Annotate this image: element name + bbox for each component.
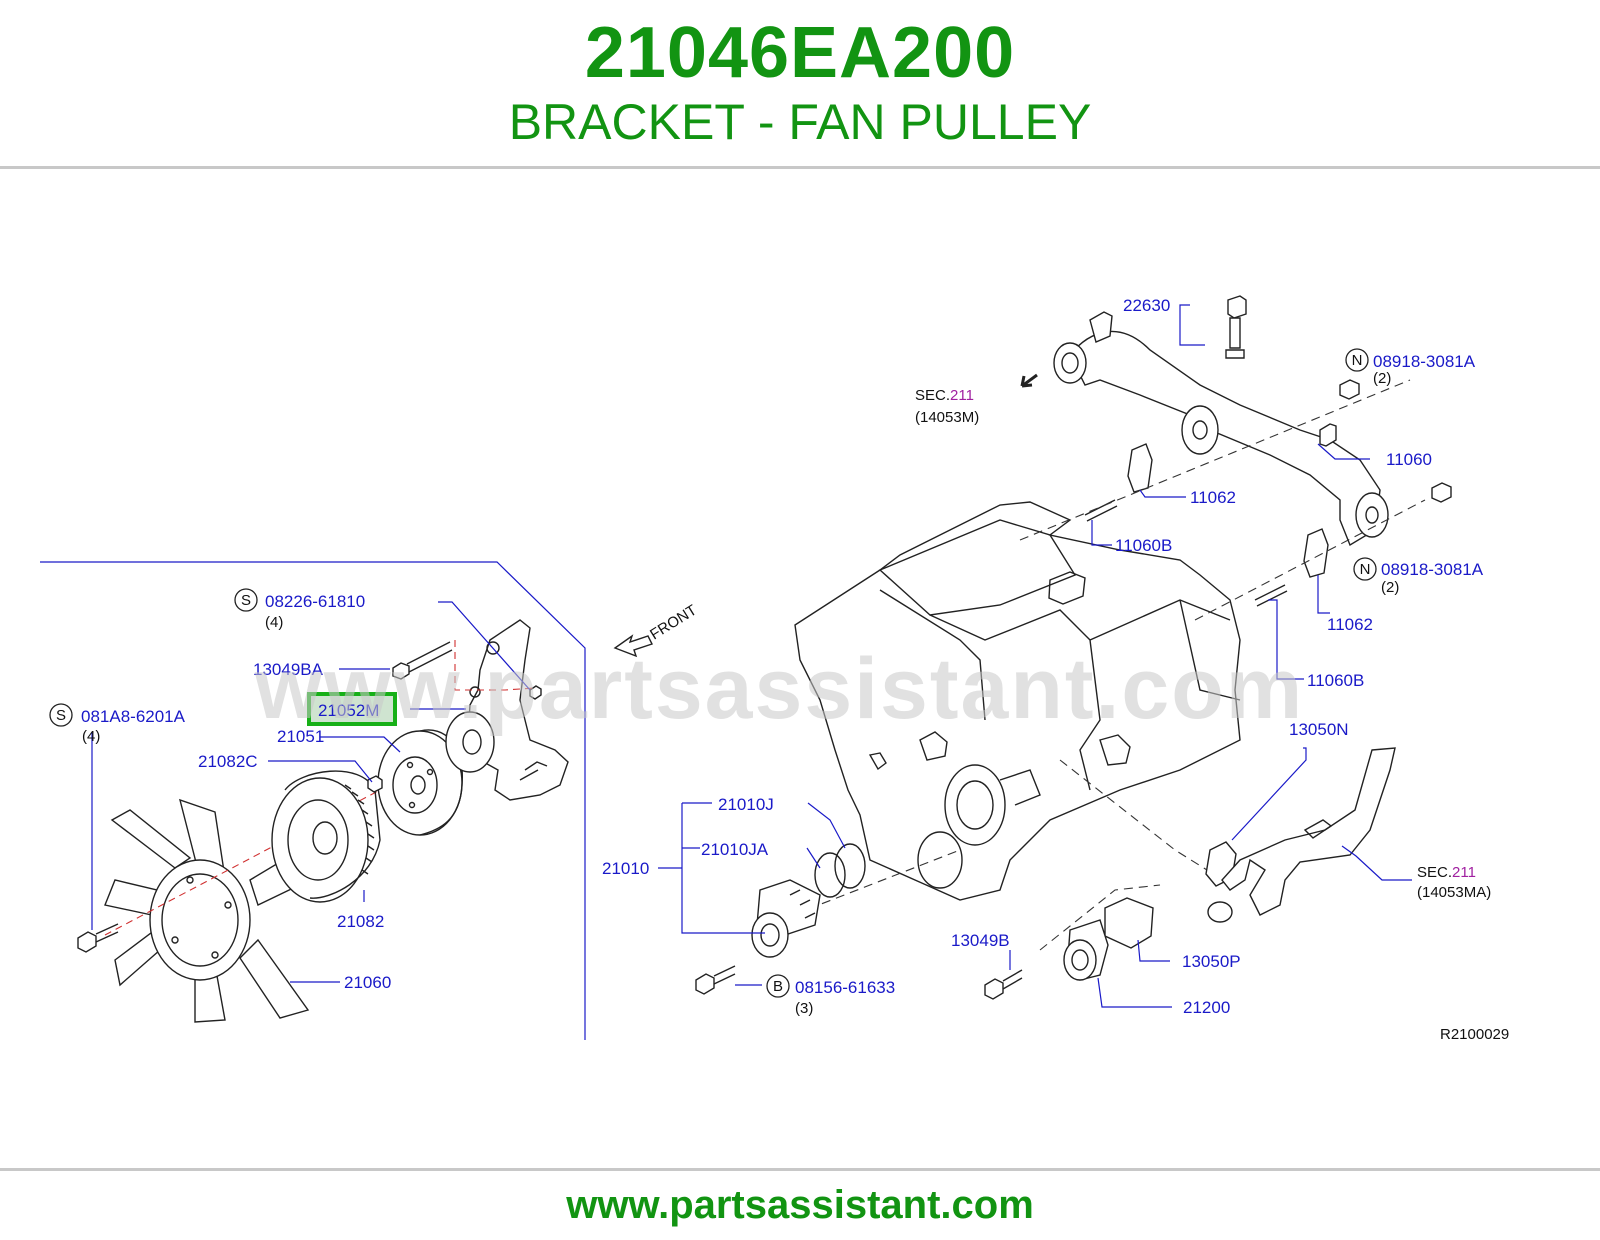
- label-081A8-6201A[interactable]: 081A8-6201A: [81, 707, 186, 726]
- label-08918-3081A[interactable]: 08918-3081A: [1381, 560, 1484, 579]
- sec211-arrow: [1020, 373, 1038, 388]
- temperature-sensor-drawing: [1225, 295, 1247, 359]
- part-name-subtitle: BRACKET - FAN PULLEY: [508, 94, 1092, 150]
- label-11060[interactable]: 11060: [1386, 450, 1432, 469]
- label-11062[interactable]: 11062: [1327, 615, 1373, 634]
- fan-axis-line: [104, 789, 381, 936]
- fan-bolt-drawing: [77, 923, 119, 953]
- label-21010J[interactable]: 21010J: [718, 795, 774, 814]
- nut-lower-drawing: [1431, 482, 1452, 503]
- clutch-nut-drawing: [367, 775, 383, 793]
- qty-label: (4): [265, 614, 283, 631]
- label-08918-3081A[interactable]: 08918-3081A: [1373, 352, 1476, 371]
- footer-divider: [0, 1168, 1600, 1171]
- gasket-upper-drawing: [1127, 443, 1153, 493]
- circle-b-label: B: [773, 978, 783, 995]
- front-label: FRONT: [647, 602, 700, 644]
- label-22630[interactable]: 22630: [1123, 296, 1170, 315]
- leader-lines: [91, 304, 1412, 1008]
- part-number-title: 21046EA200: [584, 13, 1016, 93]
- label-21051[interactable]: 21051: [277, 727, 324, 746]
- watermark: www.partsassistant.com: [255, 641, 1305, 737]
- pump-gasket-ring-inner: [814, 852, 846, 898]
- circle-marks: S S N N B: [49, 348, 1377, 998]
- water-pump-drawing: [751, 879, 821, 958]
- fan-section-frame: [40, 561, 586, 1040]
- label-21060[interactable]: 21060: [344, 973, 391, 992]
- lower-alignment-line: [1194, 499, 1426, 621]
- circle-n-label: N: [1352, 352, 1363, 369]
- engine-block-drawing: [794, 501, 1241, 901]
- label-21010[interactable]: 21010: [602, 859, 649, 878]
- label-21082[interactable]: 21082: [337, 912, 384, 931]
- sec-ref-label: (14053MA): [1417, 884, 1491, 901]
- label-13050N[interactable]: 13050N: [1289, 720, 1349, 739]
- circle-s-label: S: [241, 592, 251, 609]
- header: 21046EA200 BRACKET - FAN PULLEY: [0, 0, 1600, 168]
- label-21052M-highlighted[interactable]: 21052M: [318, 701, 379, 720]
- cooling-fan-drawing: [104, 798, 311, 1023]
- bracket-guide-line: [454, 640, 536, 691]
- highlight-box-21052M: [307, 692, 397, 726]
- pump-gasket-ring-outer: [834, 843, 866, 889]
- bracket-stud-drawing: [529, 685, 542, 700]
- stud-lower-drawing: [1254, 584, 1288, 607]
- water-pipe-drawing: [1053, 311, 1389, 547]
- outlet-alignment-line: [1059, 759, 1216, 876]
- qty-label: (2): [1373, 370, 1391, 387]
- thermostat-housing-drawing: [1063, 919, 1109, 981]
- qty-label: (2): [1381, 579, 1399, 596]
- label-08156-61633[interactable]: 08156-61633: [795, 978, 895, 997]
- label-11060B[interactable]: 11060B: [1115, 536, 1172, 555]
- label-13049BA[interactable]: 13049BA: [253, 660, 324, 679]
- label-21082C[interactable]: 21082C: [198, 752, 258, 771]
- label-21200[interactable]: 21200: [1183, 998, 1230, 1017]
- sec-ref-label: (14053M): [915, 409, 979, 426]
- label-21010JA[interactable]: 21010JA: [701, 840, 769, 859]
- label-13049B[interactable]: 13049B: [951, 931, 1010, 950]
- label-11062[interactable]: 11062: [1190, 488, 1236, 507]
- thermostat-bolt-drawing: [984, 969, 1023, 1000]
- nut-upper-drawing: [1339, 379, 1360, 400]
- sec-label: SEC.211: [1417, 864, 1476, 881]
- stud-upper-drawing: [1084, 499, 1118, 522]
- fan-clutch-drawing: [271, 770, 381, 903]
- label-11060B[interactable]: 11060B: [1307, 671, 1364, 690]
- qty-label: (3): [795, 1000, 813, 1017]
- circle-n-label: N: [1360, 561, 1371, 578]
- thermostat-gasket-drawing: [1104, 897, 1154, 949]
- diagram-reference-code: R2100029: [1440, 1026, 1509, 1043]
- label-13050P[interactable]: 13050P: [1182, 952, 1241, 971]
- label-08226-61810[interactable]: 08226-61810: [265, 592, 365, 611]
- water-outlet-pipe-drawing: [1205, 747, 1396, 923]
- thermostat-alignment-line: [1039, 884, 1161, 951]
- gasket-lower-drawing: [1303, 528, 1329, 578]
- sec-label: SEC.211: [915, 387, 974, 404]
- header-divider: [0, 166, 1600, 169]
- fan-pulley-bracket-drawing: [445, 619, 569, 801]
- qty-label: (4): [82, 728, 100, 745]
- upper-alignment-line: [1019, 379, 1411, 541]
- parts-diagram: S S N N B 08226-61810 (4) 13049BA 21052M…: [40, 295, 1509, 1043]
- circle-s-label: S: [56, 707, 66, 724]
- footer-website-link[interactable]: www.partsassistant.com: [566, 1183, 1034, 1227]
- front-direction-arrow: [613, 634, 653, 658]
- bracket-bolt-drawing: [392, 641, 453, 680]
- water-pump-bolt-drawing: [695, 965, 736, 995]
